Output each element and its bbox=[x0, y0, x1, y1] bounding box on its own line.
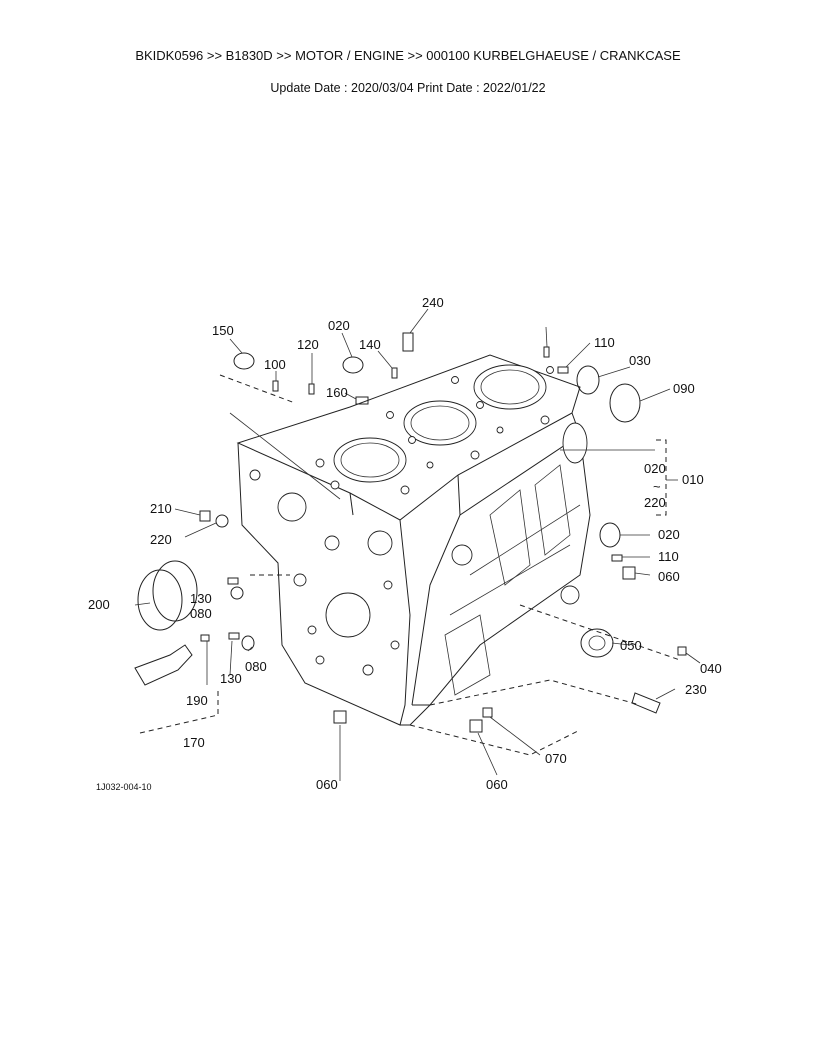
callout-label: 040 bbox=[700, 661, 722, 676]
callout-label: 220 bbox=[644, 495, 666, 510]
callout-label: 120 bbox=[297, 337, 319, 352]
callout-label: 020 bbox=[328, 318, 350, 333]
callout-label: 060 bbox=[658, 569, 680, 584]
callout-label: 230 bbox=[685, 682, 707, 697]
callout-label: 130 bbox=[220, 671, 242, 686]
leader-lines bbox=[134, 308, 701, 781]
callout-label: 140 bbox=[359, 337, 381, 352]
callout-label: 020 bbox=[644, 461, 666, 476]
callout-label: 050 bbox=[620, 638, 642, 653]
callout-label: 200 bbox=[88, 597, 110, 612]
callout-label: 190 bbox=[186, 693, 208, 708]
callout-label: 060 bbox=[486, 777, 508, 792]
callout-label: 110 bbox=[658, 549, 679, 564]
callout-label: 110 bbox=[594, 335, 615, 350]
callout-label: 020 bbox=[658, 527, 680, 542]
callout-label: 210 bbox=[150, 501, 172, 516]
callout-label: 070 bbox=[545, 751, 567, 766]
page-title: BKIDK0596 >> B1830D >> MOTOR / ENGINE >>… bbox=[135, 48, 681, 63]
callout-label: 030 bbox=[629, 353, 651, 368]
callout-label: 010 bbox=[682, 472, 704, 487]
callout-label: 150 bbox=[212, 323, 234, 338]
callout-label: 100 bbox=[264, 357, 286, 372]
crankcase-exploded-diagram: 240 150 020 140 120 110 030 090 100 160 … bbox=[88, 295, 722, 792]
crankcase-block bbox=[236, 354, 591, 726]
range-bracket bbox=[656, 439, 678, 516]
callout-label: 160 bbox=[326, 385, 348, 400]
page-dates: Update Date : 2020/03/04 Print Date : 20… bbox=[270, 81, 546, 95]
callout-label: 220 bbox=[150, 532, 172, 547]
callout-labels: 240 150 020 140 120 110 030 090 100 160 … bbox=[88, 295, 722, 792]
callout-label: 060 bbox=[316, 777, 338, 792]
range-tilde: ~ bbox=[653, 479, 661, 494]
figure-code: 1J032-004-10 bbox=[96, 782, 152, 792]
callout-label: 080 bbox=[190, 606, 212, 621]
callout-label: 080 bbox=[245, 659, 267, 674]
callout-label: 240 bbox=[422, 295, 444, 310]
callout-label: 130 bbox=[190, 591, 212, 606]
callout-label: 090 bbox=[673, 381, 695, 396]
parts bbox=[134, 332, 687, 733]
callout-label: 170 bbox=[183, 735, 205, 750]
